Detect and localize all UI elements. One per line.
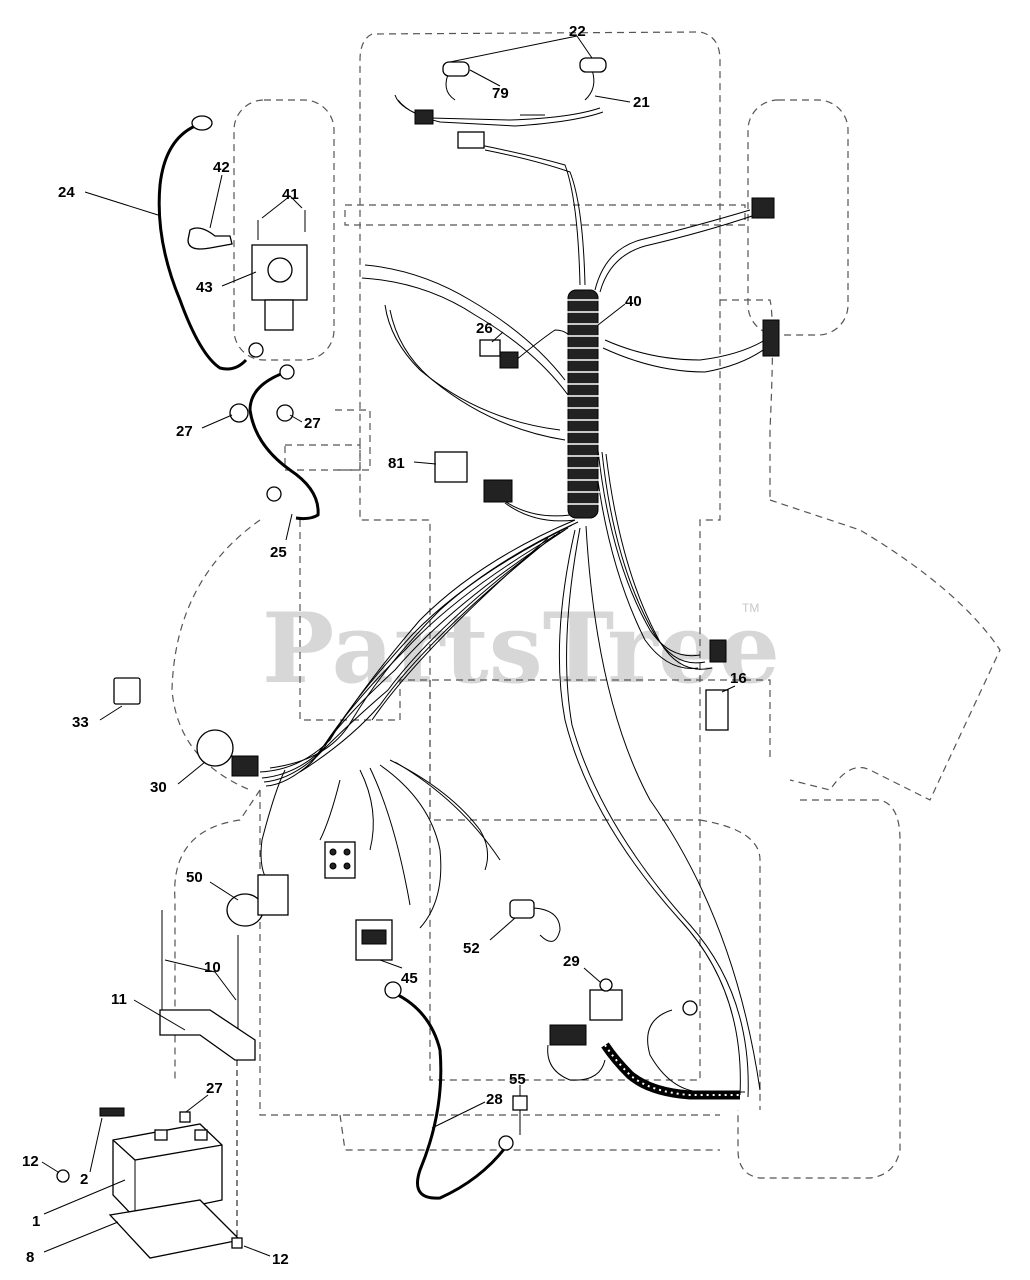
label-26: 26 (476, 320, 493, 337)
label-28: 28 (486, 1091, 503, 1108)
part-labels: 22 79 21 24 42 41 43 26 40 27 27 81 25 1… (22, 23, 747, 1268)
label-43: 43 (196, 279, 213, 296)
label-41: 41 (282, 186, 299, 203)
label-50: 50 (186, 869, 203, 886)
label-29: 29 (563, 953, 580, 970)
label-27-top-right: 27 (304, 415, 321, 432)
label-25: 25 (270, 544, 287, 561)
label-81: 81 (388, 455, 405, 472)
label-45: 45 (401, 970, 418, 987)
label-8: 8 (26, 1249, 34, 1266)
label-10: 10 (204, 959, 221, 976)
coiled-harness-wrap (566, 289, 600, 519)
label-40: 40 (625, 293, 642, 310)
battery-cables (157, 124, 507, 1200)
label-30: 30 (150, 779, 167, 796)
label-33: 33 (72, 714, 89, 731)
label-16: 16 (730, 670, 747, 687)
label-55: 55 (509, 1071, 526, 1088)
watermark-text: PartsTree (262, 592, 780, 705)
label-2: 2 (80, 1171, 88, 1188)
label-12-bottom: 12 (272, 1251, 289, 1268)
parts (56, 57, 780, 1259)
label-11: 11 (111, 991, 127, 1008)
harness-wires (259, 69, 771, 1098)
coiled-lead (601, 1042, 740, 1100)
label-1: 1 (32, 1213, 40, 1230)
label-79: 79 (492, 85, 509, 102)
label-21: 21 (633, 94, 650, 111)
label-12-left: 12 (22, 1153, 39, 1170)
label-22: 22 (569, 23, 586, 40)
label-42: 42 (213, 159, 230, 176)
label-24: 24 (58, 184, 75, 201)
label-52: 52 (463, 940, 480, 957)
label-27-top-left: 27 (176, 423, 193, 440)
label-27-battery: 27 (206, 1080, 223, 1097)
watermark-trademark: TM (742, 601, 759, 615)
leader-lines (41, 35, 736, 1257)
